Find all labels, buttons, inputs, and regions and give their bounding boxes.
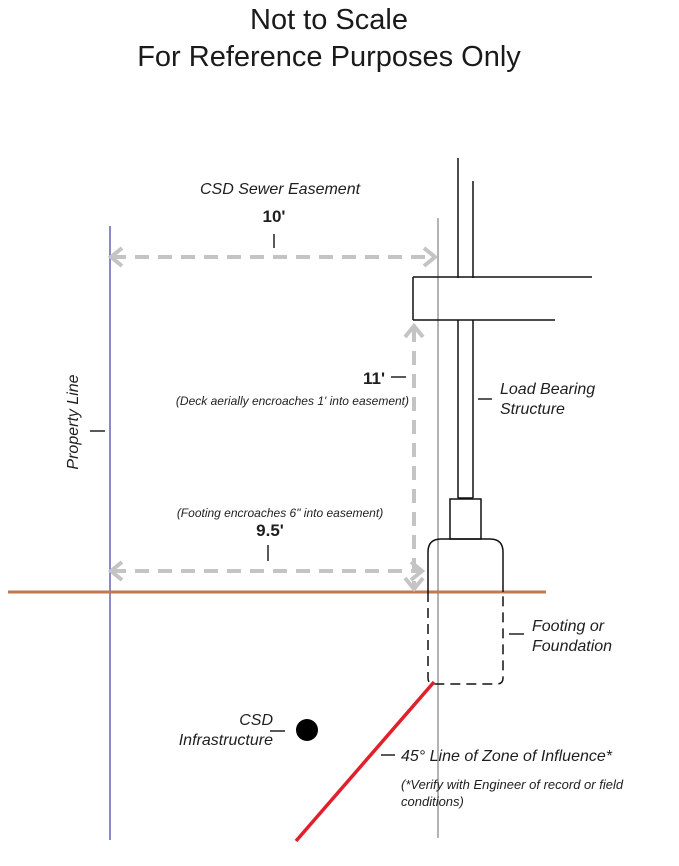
footing (427, 538, 504, 685)
zone-of-influence-label: 45° Line of Zone of Influence* (401, 748, 613, 765)
footing-encroach-note: (Footing encroaches 6" into easement) (177, 506, 383, 520)
arrow-left-icon (107, 560, 124, 582)
easement-label: CSD Sewer Easement (200, 181, 361, 198)
dim-9-5-label: 9.5' (256, 521, 284, 540)
csd-infra-label-1: CSD (239, 712, 273, 729)
zone-of-influence-line (294, 680, 436, 843)
dimension-11ft (403, 322, 425, 593)
dimension-10ft (107, 246, 439, 268)
dim-11-label: 11' (363, 369, 385, 388)
arrow-left-icon (107, 246, 124, 268)
arrow-up-icon (403, 322, 425, 339)
load-bearing-structure (412, 158, 592, 540)
title-line-1: Not to Scale (250, 4, 408, 36)
load-bearing-label-1: Load Bearing (500, 381, 595, 398)
dim-10-label: 10' (263, 207, 286, 226)
footing-label-2: Foundation (532, 638, 612, 655)
verify-note-line-1: (*Verify with Engineer of record or fiel… (401, 777, 624, 792)
property-line-label: Property Line (65, 374, 82, 469)
dimension-9-5ft (107, 560, 426, 582)
verify-note-line-2: conditions) (401, 794, 464, 809)
arrow-right-icon (422, 246, 439, 268)
csd-infrastructure-marker (296, 719, 318, 741)
load-bearing-label-2: Structure (500, 401, 565, 418)
arrow-down-icon (403, 576, 425, 593)
csd-infra-label-2: Infrastructure (179, 732, 273, 749)
title-line-2: For Reference Purposes Only (137, 41, 521, 73)
footing-label-1: Footing or (532, 618, 605, 635)
deck-encroach-note: (Deck aerially encroaches 1' into easeme… (176, 394, 409, 408)
